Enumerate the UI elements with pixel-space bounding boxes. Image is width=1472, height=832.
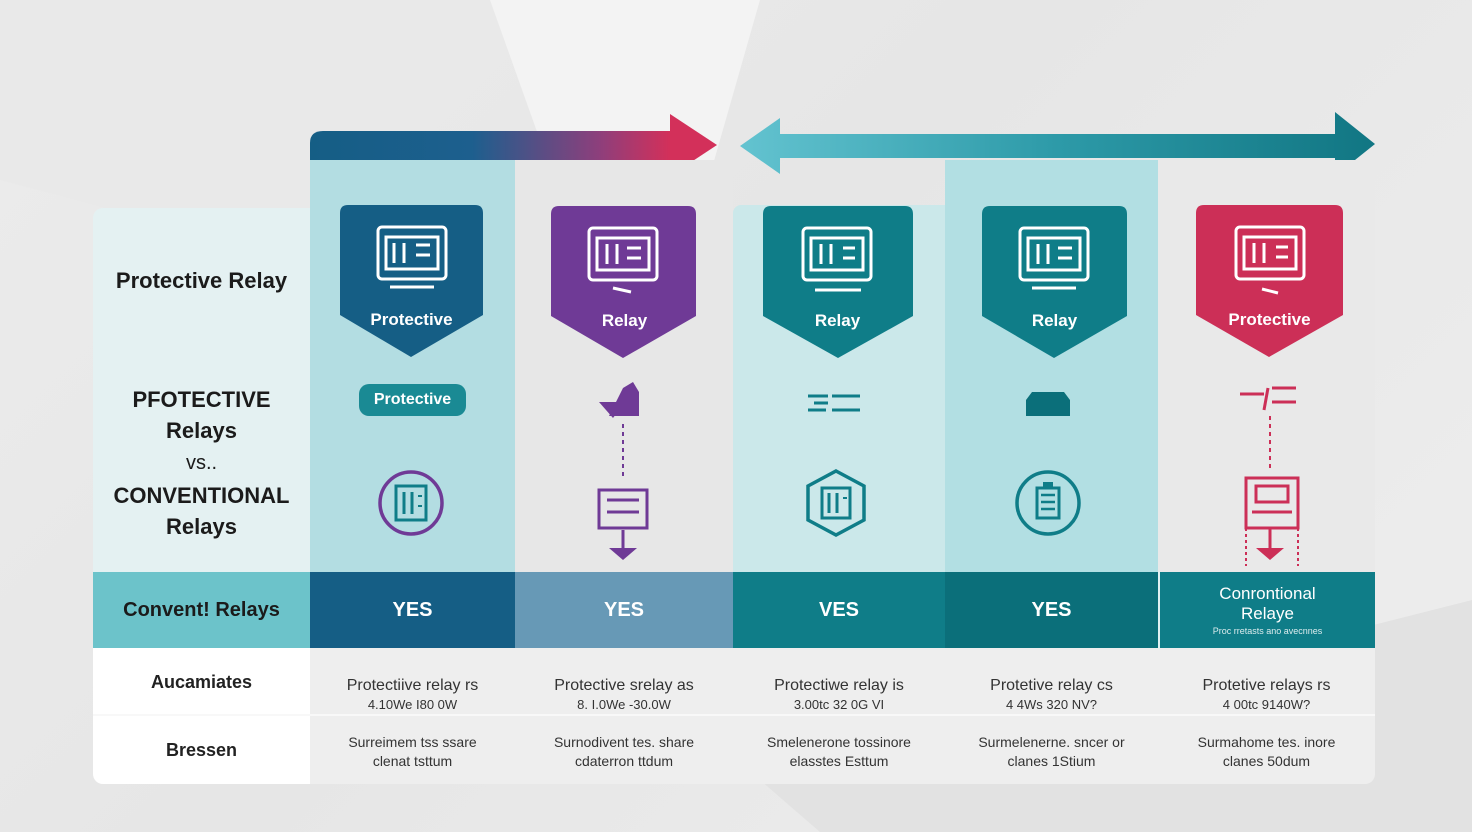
- row1-cell-5-line2: 4 00tc 9140W?: [1222, 697, 1311, 712]
- teal-switch-icon: [808, 394, 860, 412]
- bottom-rows-left-bg: [93, 648, 310, 784]
- row1-cell-2: Protective srelay as 8. I.0We -30.0W: [515, 676, 733, 714]
- teal-device-circle-icon: [1015, 470, 1081, 536]
- shield-badge-2: [551, 206, 696, 358]
- band-value-5-small: Proc rretasts ano avecnnes: [1212, 626, 1323, 636]
- relay-panel-icon: [801, 226, 873, 292]
- band-cell-5: Conrontional Relaye Proc rretasts ano av…: [1158, 572, 1375, 648]
- band-cell-3: VES: [733, 572, 945, 648]
- row1-cell-3-line2: 3.00tc 32 0G VI: [793, 697, 885, 712]
- row2-cell-4-line1: Surmelenerne. sncer or: [978, 734, 1125, 750]
- left-label-panel: [93, 208, 310, 572]
- purple-relay-symbol-icon: [597, 382, 649, 560]
- shield-label-2: Relay: [601, 311, 648, 330]
- row2-label: Bressen: [165, 740, 238, 760]
- row1-cell-1: Protectiive relay rs 4.10We I80 0W: [310, 676, 515, 714]
- teal-device-hex-icon: [806, 469, 866, 537]
- row1-cell-3: Protectiwe relay is 3.00tc 32 0G VI: [733, 676, 945, 714]
- shield-label-5: Protective: [1228, 310, 1311, 329]
- relay-panel-icon: [587, 226, 659, 294]
- row2-cell-5-line2: clanes 50dum: [1222, 753, 1311, 769]
- row2-cell-4-line2: clanes 1Stium: [1007, 753, 1096, 769]
- row1-cell-2-line2: 8. I.0We -30.0W: [577, 697, 671, 712]
- row2-cell-3-line1: Smelenerone tossinore: [767, 734, 911, 750]
- band-value-5-line2: Relaye: [1241, 604, 1294, 623]
- band-cell-1: YES: [310, 572, 515, 648]
- shield-label-3: Relay: [814, 311, 861, 330]
- row1-cell-4: Protetive relay cs 4 4Ws 320 NV?: [945, 676, 1158, 714]
- row2-cell-2: Surnodivent tes. share cdaterron ttdum: [515, 733, 733, 771]
- band-value-1: YES: [392, 598, 433, 621]
- shield-badge-3: [763, 206, 913, 358]
- row2-cell-1-line1: Surreimem tss ssare: [348, 734, 477, 750]
- row1-cell-3-line1: Protectiwe relay is: [774, 677, 904, 694]
- protective-pill: Protective: [359, 384, 466, 416]
- row1-cell-4-line2: 4 4Ws 320 NV?: [1005, 697, 1098, 712]
- row1-cell-2-line1: Protective srelay as: [554, 677, 694, 694]
- left-heading-line3: CONVENTIONAL: [113, 483, 290, 508]
- relay-panel-icon: [376, 225, 448, 289]
- row1-cell-1-line2: 4.10We I80 0W: [367, 697, 458, 712]
- band-cell-2: YES: [515, 572, 733, 648]
- crimson-relay-symbol-icon: [1240, 386, 1300, 566]
- shield-label-4: Relay: [1031, 311, 1078, 330]
- row2-cell-5: Surmahome tes. inore clanes 50dum: [1158, 733, 1375, 771]
- row2-cell-3-line2: elasstes Esttum: [789, 753, 889, 769]
- left-title: Protective Relay: [115, 268, 288, 293]
- row1-cell-5-line1: Protetive relays rs: [1202, 677, 1331, 694]
- purple-device-circle-icon: [378, 470, 444, 536]
- left-heading-line4: Relays: [166, 514, 237, 539]
- shield-badge-5: [1196, 205, 1343, 357]
- row2-cell-2-line1: Surnodivent tes. share: [553, 734, 695, 750]
- teal-block-icon: [1026, 392, 1070, 416]
- row2-cell-3: Smelenerone tossinore elasstes Esttum: [733, 733, 945, 771]
- shield-label-1: Protective: [370, 310, 453, 329]
- shield-badge-1: [340, 205, 483, 357]
- left-heading-line2: Relays: [166, 418, 237, 443]
- band-value-5-line1: Conrontional: [1219, 584, 1316, 603]
- band-cell-left: Convent! Relays: [93, 572, 310, 648]
- shield-badge-4: [982, 206, 1127, 358]
- relay-panel-icon: [1234, 225, 1306, 295]
- row2-cell-1-line2: clenat tsttum: [372, 753, 453, 769]
- left-heading-line1: PFOTECTIVE: [132, 387, 271, 412]
- band-left-label: Convent! Relays: [123, 598, 280, 621]
- band-value-3: VES: [818, 598, 860, 621]
- band-value-2: YES: [603, 598, 645, 621]
- row2-cell-4: Surmelenerne. sncer or clanes 1Stium: [945, 733, 1158, 771]
- relay-panel-icon: [1018, 226, 1090, 290]
- left-heading-vs: vs..: [185, 452, 218, 474]
- row-divider: [93, 714, 1375, 716]
- row1-label: Aucamiates: [150, 672, 253, 692]
- row1-cell-5: Protetive relays rs 4 00tc 9140W?: [1158, 676, 1375, 714]
- row2-cell-5-line1: Surmahome tes. inore: [1197, 734, 1336, 750]
- band-value-4: YES: [1031, 598, 1072, 621]
- row2-cell-2-line2: cdaterron ttdum: [574, 753, 674, 769]
- row2-cell-1: Surreimem tss ssare clenat tsttum: [310, 733, 515, 771]
- timeline-arrow-double: [740, 112, 1375, 176]
- band-cell-4: YES: [945, 572, 1158, 648]
- bottom-rows-bg: [310, 648, 1375, 784]
- row1-cell-1-line1: Protectiive relay rs: [346, 677, 479, 694]
- row1-cell-4-line1: Protetive relay cs: [990, 677, 1113, 694]
